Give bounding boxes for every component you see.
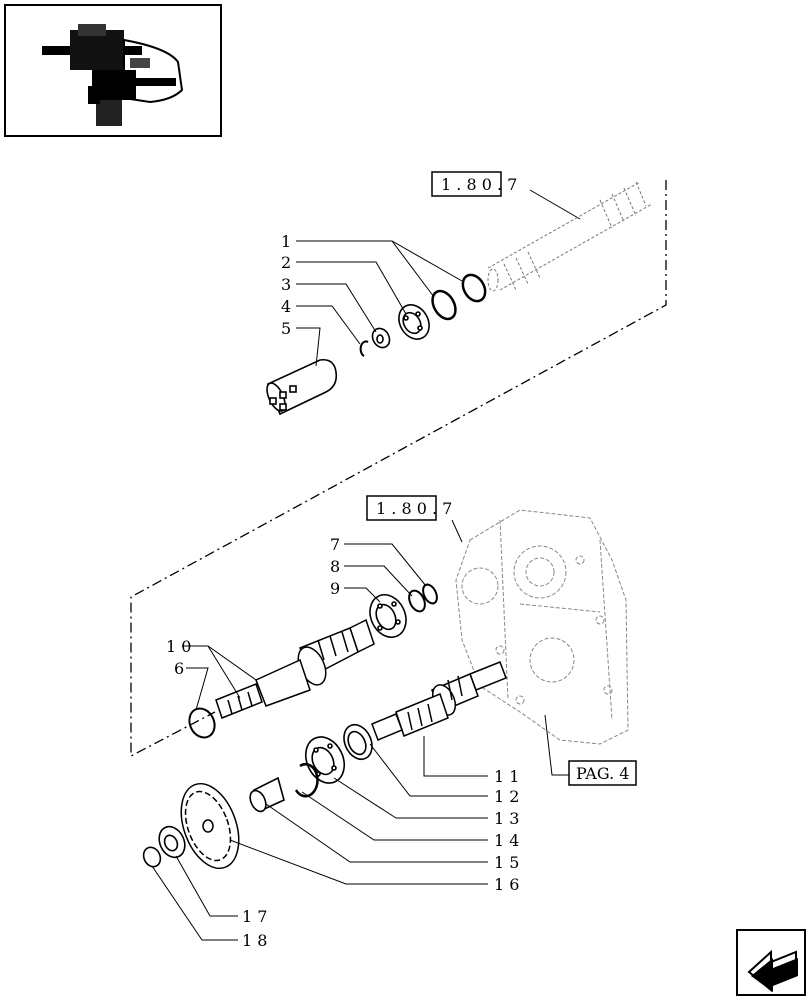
part-12-seal-ring (343, 723, 373, 761)
assembly-thumbnail-icon[interactable] (4, 4, 222, 137)
part-16-sprocket-gear (180, 782, 240, 870)
part-7-snap-ring (422, 583, 438, 605)
leader-lines-upper (296, 240, 463, 367)
part-17-bearing (158, 825, 186, 859)
part-8-snap-ring (408, 589, 426, 613)
part-18-nut (142, 846, 162, 868)
callout-12: 1 2 (494, 787, 519, 806)
callout-2: 2 (281, 253, 291, 272)
ref-upper-text: 1 . 8 0 . 7 (441, 175, 517, 194)
part-9-bearing (369, 594, 407, 638)
callout-16: 1 6 (494, 875, 519, 894)
reference-box-upper[interactable]: 1 . 8 0 . 7 (431, 171, 581, 220)
gearbox-housing-phantom (455, 509, 629, 745)
callout-14: 1 4 (494, 831, 519, 850)
callout-5: 5 (281, 319, 291, 338)
reference-box-lower[interactable]: 1 . 8 0 . 7 (366, 495, 463, 543)
callout-17: 1 7 (242, 907, 267, 926)
callout-18: 1 8 (242, 931, 267, 950)
part-10-pto-shaft (215, 618, 375, 719)
ref-page-text: PAG. 4 (576, 764, 629, 783)
assembly-boundary-line (130, 180, 667, 758)
part-3-spacer (371, 327, 391, 349)
callout-1: 1 (281, 232, 291, 251)
back-arrow-icon[interactable] (736, 929, 806, 996)
leader-lines-lower (151, 543, 488, 941)
reference-box-page[interactable]: PAG. 4 (544, 714, 637, 786)
part-5-coupling-sleeve (266, 358, 338, 416)
upper-shaft-phantom (487, 181, 653, 292)
callout-15: 1 5 (494, 853, 519, 872)
callout-6: 6 (174, 659, 184, 678)
callout-9: 9 (330, 579, 340, 598)
callout-11: 1 1 (494, 767, 519, 786)
part-11-output-shaft (371, 661, 507, 741)
part-15-spacer-sleeve (249, 776, 285, 813)
part-14-circlip (294, 763, 319, 798)
callout-3: 3 (281, 275, 291, 294)
callout-8: 8 (330, 557, 340, 576)
part-4-circlip (359, 340, 369, 357)
part-6-snap-ring (188, 707, 216, 739)
part-2-bearing (398, 304, 430, 340)
callout-4: 4 (281, 297, 291, 316)
callout-13: 1 3 (494, 809, 519, 828)
ref-lower-text: 1 . 8 0 . 7 (376, 499, 452, 518)
callout-10: 1 0 (166, 637, 191, 656)
part-1-snap-ring-upper (431, 273, 487, 321)
callout-7: 7 (330, 535, 340, 554)
